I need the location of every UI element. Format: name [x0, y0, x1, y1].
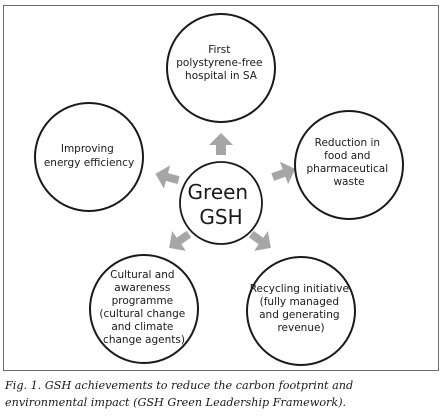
figure-caption: Fig. 1. GSH achievements to reduce the c… — [5, 379, 354, 409]
node-top: First polystyrene-free hospital in SA — [166, 13, 276, 123]
svg-text:Cultural and awareness: Cultural and awareness programme (cultur… — [99, 269, 188, 346]
node-right-line-4: waste — [333, 176, 364, 188]
node-bottom-right-line-2: (fully managed — [260, 296, 339, 308]
node-bottom-right-line-4: revenue) — [277, 322, 324, 334]
node-bottom-left-line-5: and climate — [111, 321, 173, 333]
node-top-line-3: hospital in SA — [185, 70, 258, 82]
node-bottom-right: Recycling initiative (fully managed and … — [246, 256, 356, 366]
svg-text:Green GSH: Green GSH — [188, 180, 255, 229]
node-bottom-right-line-1: Recycling initiative — [250, 283, 349, 295]
node-bottom-left-line-3: programme — [112, 295, 174, 307]
node-bottom-left: Cultural and awareness programme (cultur… — [89, 254, 199, 364]
node-bottom-right-line-3: and generating — [259, 309, 339, 321]
node-bottom-left-line-4: (cultural change — [99, 308, 185, 320]
diagram: Green GSH First polystyrene-free hospita… — [3, 5, 439, 371]
node-left-line-2: energy efficiency — [44, 157, 134, 169]
node-right: Reduction in food and pharmaceutical was… — [294, 110, 404, 220]
arrow-lower-left — [169, 230, 192, 251]
node-bottom-left-line-6: change agents) — [103, 334, 185, 346]
center-node: Green GSH — [179, 161, 263, 245]
node-left-line-1: Improving — [61, 143, 114, 155]
diagram-frame: Green GSH First polystyrene-free hospita… — [3, 5, 439, 371]
node-top-line-1: First — [208, 44, 230, 56]
arrow-upper-left — [155, 165, 180, 189]
arrow-upper-right — [271, 161, 296, 185]
arrow-up — [209, 133, 233, 155]
svg-text:Improving energy effic: Improving energy efficiency — [44, 143, 134, 169]
node-right-line-2: food and — [324, 150, 370, 162]
node-top-line-2: polystyrene-free — [176, 57, 262, 69]
node-bottom-left-line-1: Cultural and — [110, 269, 174, 281]
center-line-2: GSH — [199, 205, 242, 229]
svg-text:Reduction in food and: Reduction in food and pharmaceutical was… — [307, 137, 392, 188]
node-right-line-3: pharmaceutical — [307, 163, 389, 175]
svg-text:First polystyrene-free: First polystyrene-free hospital in SA — [176, 44, 266, 82]
node-left: Improving energy efficiency — [34, 102, 144, 212]
arrow-lower-right — [248, 230, 271, 251]
node-right-line-1: Reduction in — [315, 137, 380, 149]
node-bottom-left-line-2: awareness — [114, 282, 170, 294]
center-line-1: Green — [188, 180, 249, 204]
svg-text:Recycling initiative (: Recycling initiative (fully managed and … — [250, 283, 353, 334]
